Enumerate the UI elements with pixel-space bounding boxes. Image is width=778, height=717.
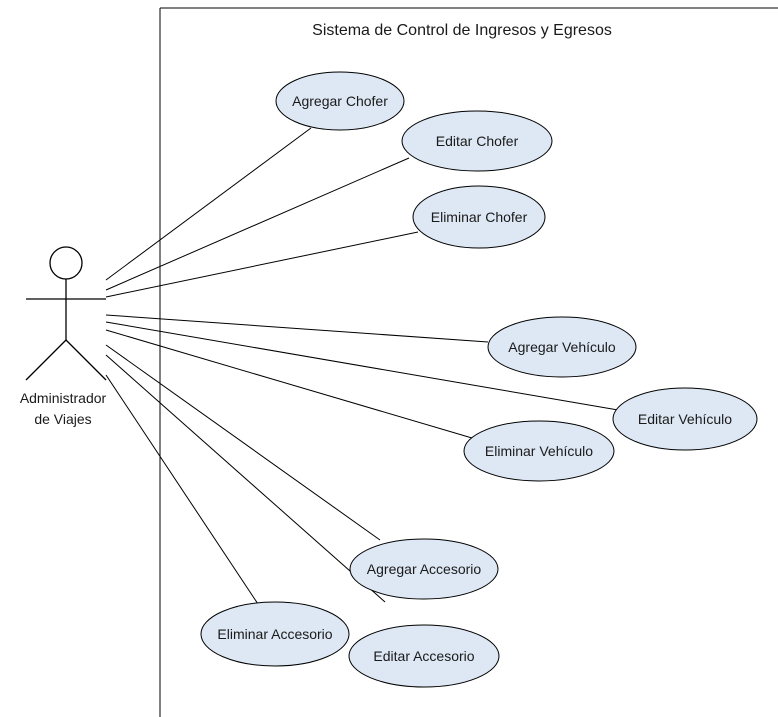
association-editar-accesorio bbox=[105, 354, 386, 603]
use-case-ellipse bbox=[348, 624, 500, 688]
use-case-editar-vehiculo[interactable]: Editar Vehículo bbox=[612, 387, 758, 451]
use-case-label: Editar Accesorio bbox=[373, 648, 474, 664]
use-case-ellipse bbox=[401, 110, 553, 172]
use-case-ellipse bbox=[200, 601, 350, 667]
actor-label-line2: de Viajes bbox=[34, 411, 91, 427]
use-case-label: Eliminar Vehículo bbox=[485, 443, 593, 459]
use-case-ellipse bbox=[412, 185, 546, 249]
use-case-label: Editar Vehículo bbox=[638, 411, 732, 427]
actor-administrador[interactable]: Administrador de Viajes bbox=[20, 246, 107, 427]
association-editar-chofer bbox=[105, 157, 410, 291]
use-case-eliminar-vehiculo[interactable]: Eliminar Vehículo bbox=[463, 420, 615, 482]
system-title: Sistema de Control de Ingresos y Egresos bbox=[312, 22, 612, 39]
use-case-ellipse bbox=[463, 420, 615, 482]
use-case-label: Eliminar Chofer bbox=[431, 209, 528, 225]
association-eliminar-vehiculo bbox=[105, 329, 473, 439]
association-eliminar-chofer bbox=[105, 231, 419, 298]
associations bbox=[105, 127, 619, 605]
actor-right-leg bbox=[65, 339, 107, 381]
actor-left-leg bbox=[25, 339, 67, 381]
association-agregar-accesorio bbox=[105, 344, 381, 541]
use-case-eliminar-accesorio[interactable]: Eliminar Accesorio bbox=[200, 601, 350, 667]
use-case-eliminar-chofer[interactable]: Eliminar Chofer bbox=[412, 185, 546, 249]
association-agregar-chofer bbox=[105, 127, 312, 281]
use-case-editar-chofer[interactable]: Editar Chofer bbox=[401, 110, 553, 172]
use-case-label: Editar Chofer bbox=[436, 133, 519, 149]
use-case-agregar-chofer[interactable]: Agregar Chofer bbox=[275, 71, 405, 131]
actor-head bbox=[49, 246, 83, 280]
use-case-label: Agregar Vehículo bbox=[508, 339, 616, 355]
actor-label-line1: Administrador bbox=[20, 390, 107, 406]
association-eliminar-accesorio bbox=[105, 374, 259, 605]
use-case-ellipse bbox=[612, 387, 758, 451]
use-case-label: Eliminar Accesorio bbox=[217, 626, 332, 642]
use-case-label: Agregar Accesorio bbox=[367, 561, 482, 577]
use-case-editar-accesorio[interactable]: Editar Accesorio bbox=[348, 624, 500, 688]
use-case-agregar-vehiculo[interactable]: Agregar Vehículo bbox=[487, 316, 637, 378]
use-case-ellipse bbox=[487, 316, 637, 378]
use-case-agregar-accesorio[interactable]: Agregar Accesorio bbox=[349, 538, 499, 600]
association-editar-vehiculo bbox=[105, 321, 619, 411]
association-agregar-vehiculo bbox=[105, 314, 489, 343]
use-case-label: Agregar Chofer bbox=[292, 93, 388, 109]
use-case-ellipse bbox=[275, 71, 405, 131]
use-case-ellipse bbox=[349, 538, 499, 600]
